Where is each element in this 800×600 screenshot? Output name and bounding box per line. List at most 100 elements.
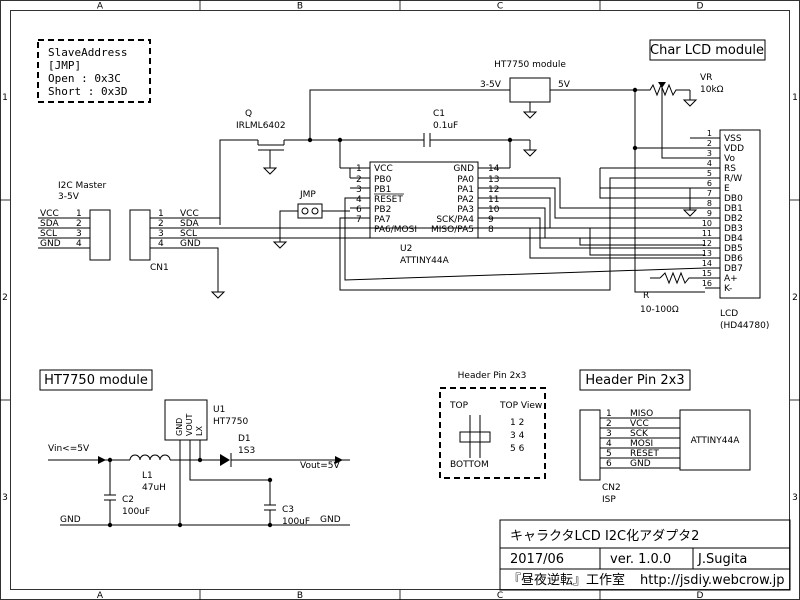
cn1-label: CN1 <box>150 263 169 273</box>
lcd-pin-leads <box>705 137 720 289</box>
mcu-pin-name: PA2 <box>457 195 474 205</box>
lcd-pin-num: 11 <box>702 229 712 238</box>
i2c-master-connector <box>89 209 111 261</box>
c2-ref: C2 <box>122 495 134 505</box>
c1-ref: C1 <box>433 109 445 119</box>
u1-pin-lx: LX <box>195 426 204 436</box>
isp-pin-name: MOSI <box>630 439 653 449</box>
header-view-title: Header Pin 2x3 <box>458 371 527 381</box>
isp-pin-num: 5 <box>606 449 612 459</box>
lcd-pin-num: 8 <box>707 199 712 208</box>
isp-pin-name: MISO <box>630 409 653 419</box>
lcd-pin-num: 7 <box>707 189 712 198</box>
wire-3v5-rail <box>309 89 510 140</box>
master-pin-num: 1 <box>76 209 82 219</box>
r-resistor <box>659 271 705 285</box>
inner-frame <box>10 10 790 590</box>
mcu-pin-name: PA7 <box>374 215 391 225</box>
rail-label-3v5: 3-5V <box>480 80 502 90</box>
master-pin-name: SCL <box>40 229 57 239</box>
ht7750-module-label: HT7750 module <box>494 60 566 70</box>
lcd-pin-num: 3 <box>707 149 712 158</box>
vr-resistor <box>635 83 690 97</box>
d1-diode <box>220 454 230 466</box>
cn2-connector[interactable] <box>579 409 601 481</box>
c1-value: 0.1uF <box>433 121 458 131</box>
i2c-master-voltage: 3-5V <box>58 192 80 202</box>
junction <box>107 522 113 528</box>
lcd-pin-num: 14 <box>702 259 712 268</box>
l1-ref: L1 <box>142 471 153 481</box>
lcd-pin-name: DB3 <box>724 224 743 234</box>
q-part: IRLML6402 <box>236 121 286 131</box>
ground-symbol <box>522 149 538 157</box>
lcd-pin-name: DB1 <box>724 204 743 214</box>
col-label-bottom: B <box>297 591 303 600</box>
slave-address-note-box <box>37 39 151 103</box>
col-label-top: C <box>497 2 503 12</box>
junction <box>177 522 183 528</box>
mcu-pin-name: MISO/PA5 <box>431 225 474 235</box>
mcu-pin-stubs <box>340 167 510 229</box>
isp-pin-name: GND <box>630 459 651 469</box>
col-label-bottom: D <box>697 591 704 600</box>
cn1-pin-name: SDA <box>180 219 199 229</box>
lcd-pin-name: Vo <box>724 154 735 164</box>
isp-pin-name: VCC <box>630 419 649 429</box>
title-date: 2017/06 <box>510 552 564 567</box>
header-row: 5 6 <box>510 444 525 454</box>
master-pin-num: 4 <box>76 239 82 249</box>
section-title-box <box>39 369 153 391</box>
lcd-pin-num: 4 <box>707 159 712 168</box>
col-label-bottom: A <box>97 591 104 600</box>
lcd-pin-name: DB2 <box>724 214 743 224</box>
mcu-pin-name: SCK/PA4 <box>436 215 474 225</box>
lcd-pin-num: 13 <box>702 249 712 258</box>
cn1-nets <box>150 217 705 292</box>
title-url: http://jsdiy.webcrow.jp <box>640 573 785 588</box>
ground-symbol <box>682 209 698 217</box>
section-title-ht7750: HT7750 module <box>44 373 148 388</box>
junction <box>267 522 273 528</box>
isp-pin-name: RESET <box>630 449 659 459</box>
col-label-top: D <box>697 2 704 12</box>
gnd-right-label: GND <box>320 515 341 525</box>
note-line: Short : 0x3D <box>48 85 127 98</box>
mcu-pin-name: PA1 <box>457 185 474 195</box>
vr-value: 10kΩ <box>700 85 724 95</box>
cn1-connector[interactable] <box>129 209 151 261</box>
ground-symbol <box>682 99 698 107</box>
lcd-pin-name: A+ <box>724 274 738 284</box>
isp-leads <box>600 417 680 469</box>
section-title-box <box>579 369 691 391</box>
lcd-pin-num: 12 <box>702 239 712 248</box>
lcd-pin-num: 15 <box>702 269 712 278</box>
jmp-pin <box>301 207 309 215</box>
wire-k <box>634 148 705 293</box>
isp-target-label: ATTINY44A <box>691 436 741 446</box>
mcu-pin-num: 14 <box>488 164 500 174</box>
i2c-master-leads <box>38 217 90 249</box>
junction <box>107 457 113 463</box>
header-view-box <box>439 387 546 479</box>
wire <box>279 210 298 242</box>
title-version: ver. 1.0.0 <box>610 552 671 567</box>
col-label-bottom: C <box>497 591 503 600</box>
vin-arrow <box>98 456 106 464</box>
cn1-pin-name: GND <box>180 239 201 249</box>
vin-label: Vin<=5V <box>48 444 90 454</box>
cn1-pin-name: SCL <box>180 229 197 239</box>
mcu-pin-name: VCC <box>374 164 393 174</box>
lcd-pin-num: 16 <box>702 279 712 288</box>
lcd-pin-name: VSS <box>724 134 742 144</box>
note-line: SlaveAddress <box>48 46 127 59</box>
master-pin-name: GND <box>40 239 61 249</box>
mcu-pin-name: GND <box>453 164 474 174</box>
lcd-pin-name: E <box>724 184 730 194</box>
isp-pin-num: 4 <box>606 439 612 449</box>
row-label-right: 3 <box>792 493 798 503</box>
mcu-pin-name: RESET <box>374 195 403 205</box>
wire-q <box>219 139 258 225</box>
mcu-pin-num: 3 <box>356 185 362 195</box>
